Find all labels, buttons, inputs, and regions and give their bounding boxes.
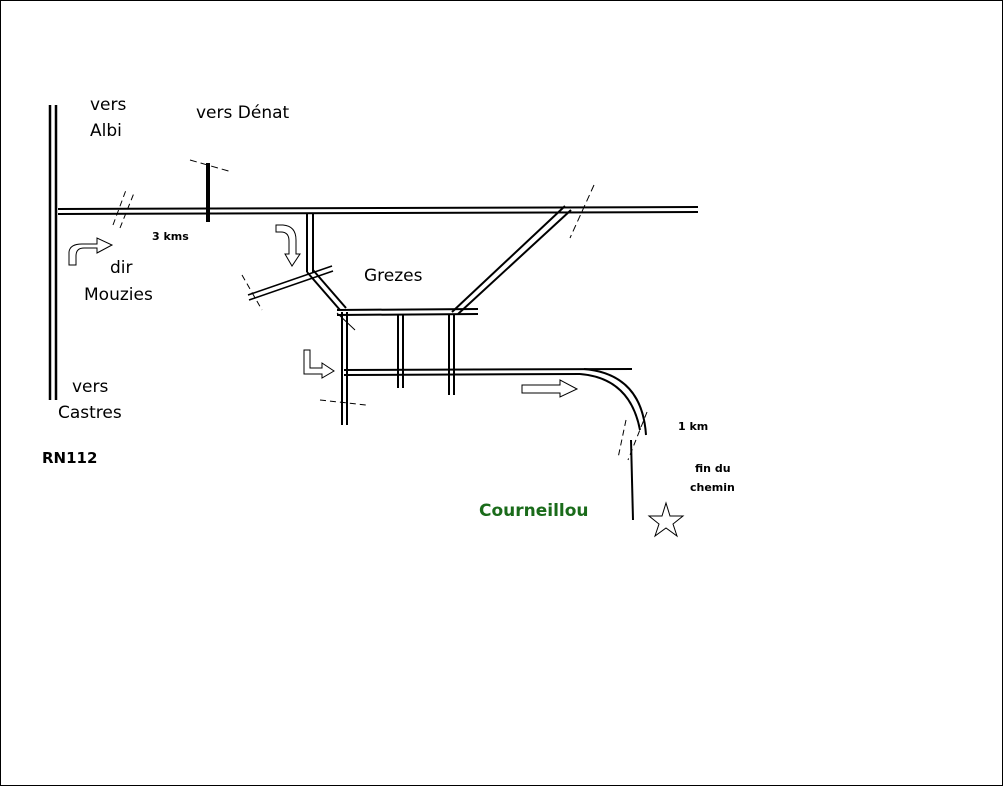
- crossing-marks-west: [112, 189, 135, 229]
- label-distance-1km: 1 km: [678, 420, 708, 433]
- curved-right-arrow-icon: [68, 237, 114, 266]
- label-vers-castres-1: vers: [72, 377, 109, 397]
- label-distance-3kms: 3 kms: [152, 230, 189, 243]
- crossing-marks-grezes-left: [241, 274, 263, 311]
- label-vers-albi-2: Albi: [90, 121, 122, 141]
- label-road-code: RN112: [42, 449, 97, 467]
- label-fin-du: fin du: [695, 462, 731, 475]
- grezes-left-branch: [247, 214, 347, 311]
- grezes-grid: [336, 308, 479, 425]
- label-vers-castres-2: Castres: [58, 403, 122, 423]
- grezes-diagonal-road: [451, 205, 572, 315]
- right-arrow-icon: [521, 379, 579, 398]
- vers-denat-road: [189, 159, 233, 222]
- label-vers-denat: vers Dénat: [196, 103, 290, 123]
- label-village-grezes: Grezes: [364, 266, 423, 286]
- curved-down-arrow-icon: [275, 224, 301, 267]
- rn112-road: [48, 105, 58, 400]
- star-icon: [647, 501, 685, 538]
- down-right-turn-arrow-icon: [303, 349, 335, 379]
- courneillou-road: [343, 368, 647, 521]
- label-vers-albi-1: vers: [90, 95, 127, 115]
- label-destination-courneillou: Courneillou: [479, 501, 589, 521]
- main-horizontal-road: [57, 206, 699, 215]
- crossing-marks-diagonal: [569, 184, 595, 239]
- crossing-marks-south: [319, 399, 648, 461]
- label-dir-1: dir: [110, 258, 133, 278]
- label-chemin: chemin: [690, 481, 735, 494]
- label-dir-2: Mouzies: [84, 285, 153, 305]
